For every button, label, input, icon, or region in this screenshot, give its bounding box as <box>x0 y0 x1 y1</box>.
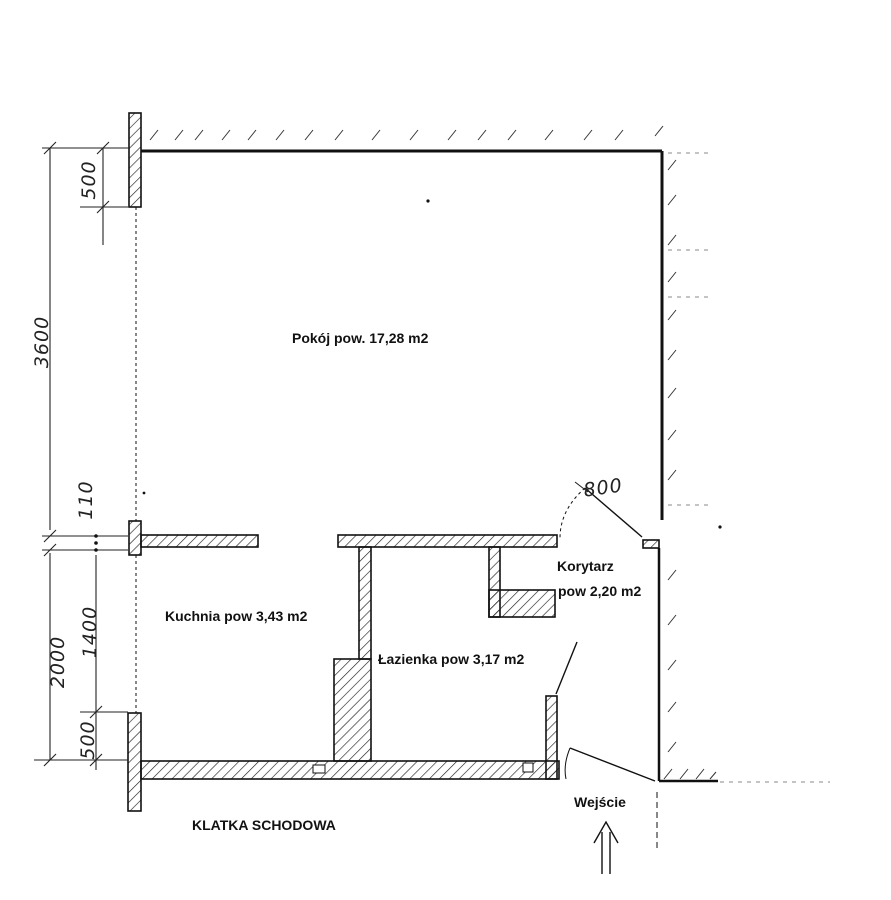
exterior-walls <box>127 112 830 812</box>
room-label-korytarz-area: pow 2,20 m2 <box>558 583 641 599</box>
dim-label-3600: 3600 <box>31 316 53 368</box>
room-label-lazienka: Łazienka pow 3,17 m2 <box>378 651 524 667</box>
top-wall-hatch <box>149 125 664 141</box>
dimension-lines <box>34 141 589 770</box>
room-label-pokoj: Pokój pow. 17,28 m2 <box>292 330 429 346</box>
bathroom-door-leaf <box>555 641 578 695</box>
room-label-korytarz: Korytarz <box>557 558 614 574</box>
room-door-swing <box>559 487 586 539</box>
middle-wall <box>337 534 558 548</box>
left-wall-mid <box>128 520 142 556</box>
dim-label-110: 110 <box>75 480 97 519</box>
entrance-arrow-icon <box>593 820 619 874</box>
bottom-wall-vent <box>312 764 326 774</box>
dim-label-2000: 2000 <box>47 636 69 688</box>
entrance-door-leaf <box>569 747 656 782</box>
bathroom-right-wall <box>545 695 558 780</box>
niche-bottom <box>488 589 556 618</box>
dim-dots <box>94 199 722 552</box>
left-wall-top <box>128 112 142 208</box>
room-door-leaf <box>584 487 643 538</box>
doors <box>555 487 656 782</box>
entrance-door-swing <box>564 747 571 780</box>
left-wall-bottom <box>127 712 142 812</box>
room-label-kuchnia: Kuchnia pow 3,43 m2 <box>165 608 308 624</box>
bottom-right-hatch <box>663 768 717 780</box>
stairwell-label: KLATKA SCHODOWA <box>192 817 336 833</box>
dim-label-500-top: 500 <box>78 160 100 199</box>
entrance-label: Wejście <box>574 794 626 810</box>
partition-upper <box>358 546 372 660</box>
dim-label-500-bottom: 500 <box>77 720 99 759</box>
kitchen-top-wall <box>140 534 259 548</box>
bathroom-vent <box>522 762 534 773</box>
hall-wall-stub <box>642 539 660 549</box>
partition-lower <box>333 658 372 762</box>
dim-label-1400: 1400 <box>79 606 101 658</box>
bottom-wall <box>140 760 560 780</box>
construction-marks <box>668 152 830 783</box>
right-wall-hatch <box>667 159 677 753</box>
dim-label-800: 800 <box>582 474 624 501</box>
interior-walls <box>140 534 660 780</box>
